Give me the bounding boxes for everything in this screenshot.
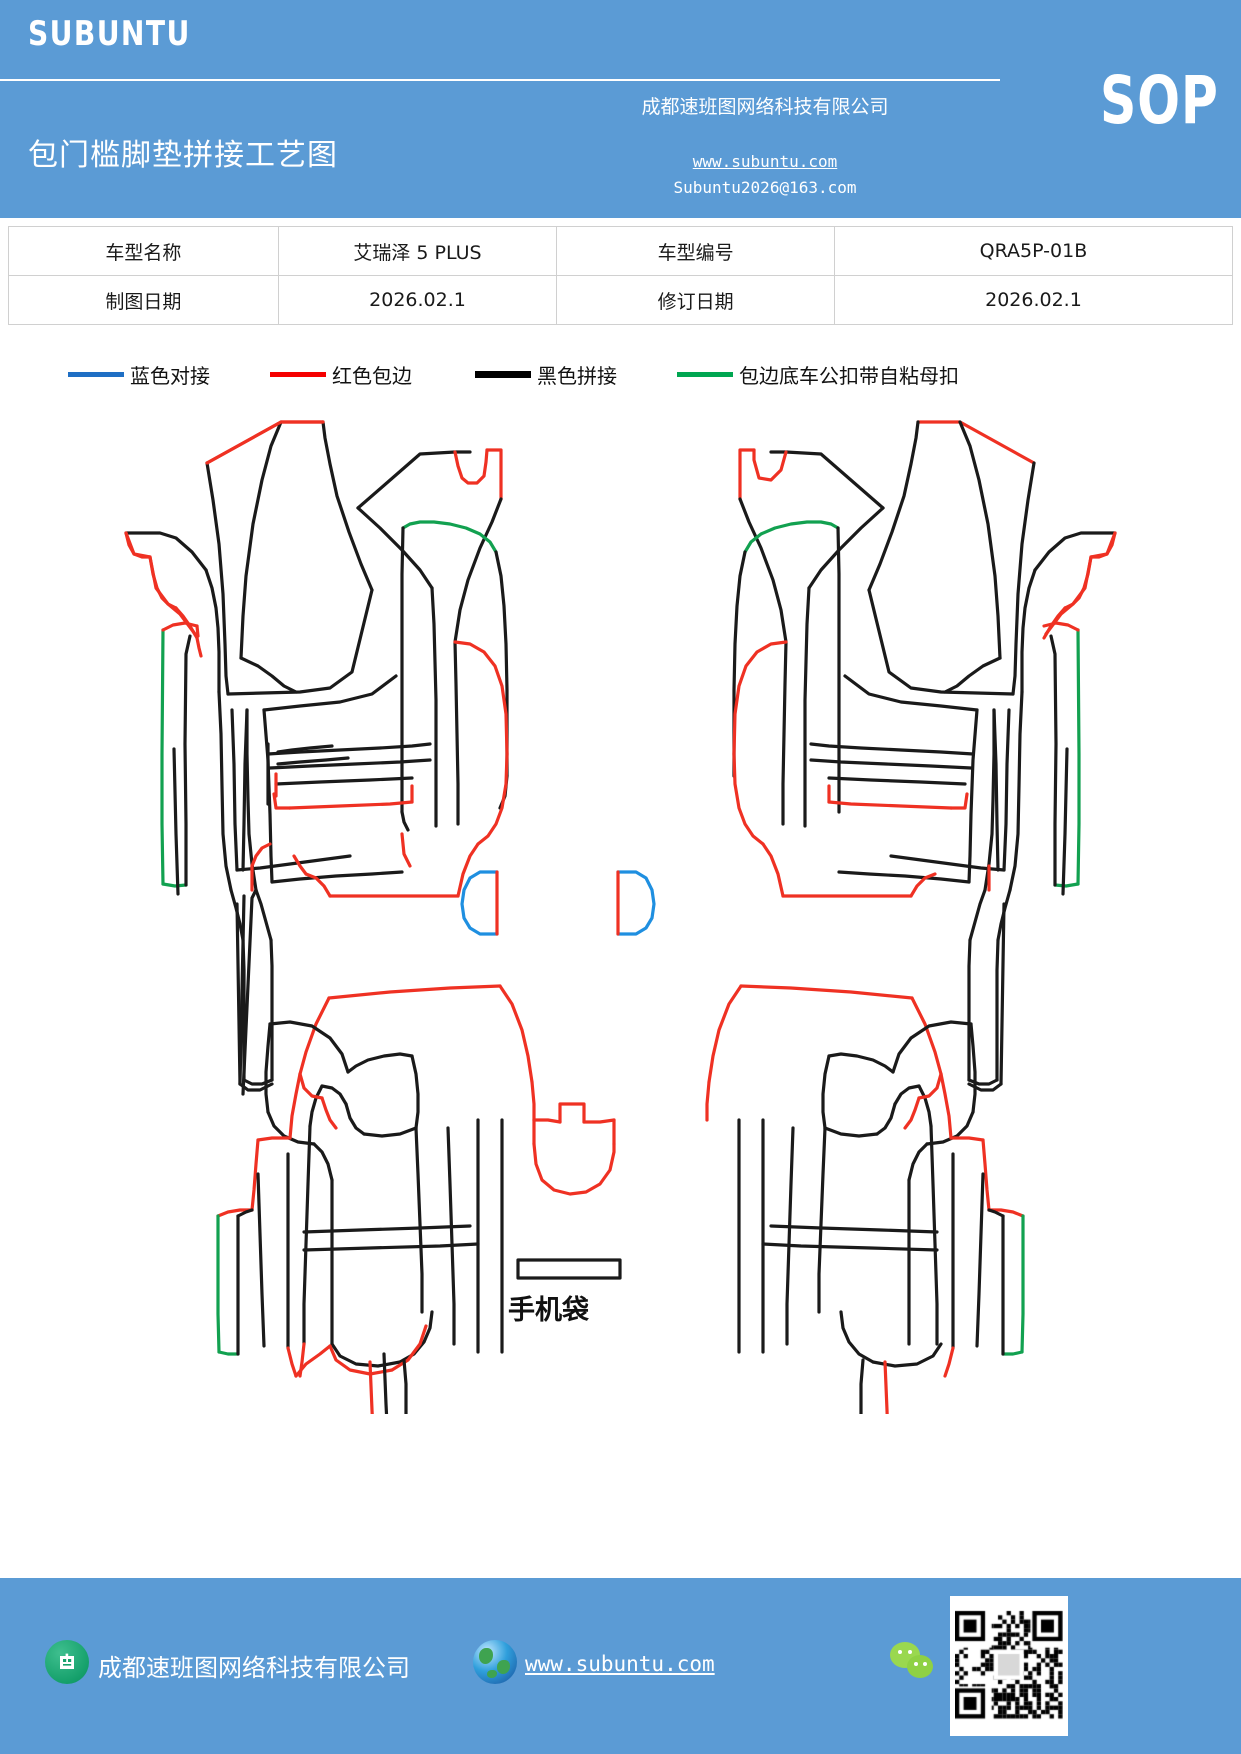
drawing-svg — [124, 420, 1117, 1414]
front-left-floor-mat — [124, 420, 509, 1096]
page-title: 包门槛脚垫拼接工艺图 — [28, 138, 338, 173]
header-company-name: 成都速班图网络科技有限公司 — [641, 96, 889, 118]
front-right-floor-mat — [732, 420, 1117, 1092]
header-website-link[interactable]: www.subuntu.com — [692, 152, 838, 171]
legend-item-green: 包边底车公扣带自粘母扣 — [677, 360, 959, 389]
draw-date-value: 2026.02.1 — [277, 275, 558, 325]
header-email: Subuntu2026@163.com — [673, 178, 857, 197]
line-swatch-black-icon — [475, 371, 531, 378]
legend-label: 包边底车公扣带自粘母扣 — [739, 364, 959, 388]
page-header: SUBUNTU 包门槛脚垫拼接工艺图 成都速班图网络科技有限公司 www.sub… — [0, 0, 1241, 218]
model-code-value: QRA5P-01B — [833, 226, 1234, 276]
legend-label: 黑色拼接 — [537, 364, 617, 388]
vehicle-info-table: 车型名称 艾瑞泽 5 PLUS 车型编号 QRA5P-01B 制图日期 2026… — [8, 226, 1234, 325]
model-code-label: 车型编号 — [556, 226, 835, 276]
header-divider — [0, 79, 1000, 81]
table-row: 车型名称 艾瑞泽 5 PLUS 车型编号 QRA5P-01B — [8, 226, 1234, 276]
page-footer: 成都速班图网络科技有限公司 www.subuntu.com — [0, 1578, 1241, 1754]
revision-date-label: 修订日期 — [556, 275, 835, 325]
qr-code — [950, 1596, 1068, 1736]
legend-label: 蓝色对接 — [130, 364, 210, 388]
model-name-label: 车型名称 — [8, 226, 279, 276]
footer-website-link[interactable]: www.subuntu.com — [525, 1652, 715, 1676]
building-icon — [45, 1640, 89, 1684]
brand-logo: SUBUNTU — [28, 14, 191, 54]
left-mat-red-edging — [124, 420, 509, 898]
line-swatch-green-icon — [677, 372, 733, 377]
phone-pocket-left — [460, 870, 499, 936]
legend-item-red: 红色包边 — [270, 360, 412, 389]
legend-item-blue: 蓝色对接 — [68, 360, 210, 389]
revision-date-value: 2026.02.1 — [833, 275, 1234, 325]
wechat-icon — [890, 1642, 938, 1682]
phone-pocket-right — [616, 870, 656, 936]
draw-date-label: 制图日期 — [8, 275, 279, 325]
technical-drawing: 手机袋 — [0, 404, 1241, 1414]
phone-pocket-label: 手机袋 — [508, 1295, 589, 1326]
legend-item-black: 黑色拼接 — [475, 360, 617, 389]
line-swatch-red-icon — [270, 372, 326, 377]
footer-company-name: 成都速班图网络科技有限公司 — [98, 1654, 410, 1682]
legend-label: 红色包边 — [332, 364, 412, 388]
line-swatch-blue-icon — [68, 372, 124, 377]
legend: 蓝色对接 红色包边 黑色拼接 包边底车公扣带自粘母扣 — [0, 360, 1241, 400]
globe-icon — [473, 1640, 517, 1684]
table-row: 制图日期 2026.02.1 修订日期 2026.02.1 — [8, 275, 1234, 325]
document-type-badge: SOP — [1100, 62, 1219, 139]
rear-floor-mat-assembly — [216, 984, 1025, 1414]
model-name-value: 艾瑞泽 5 PLUS — [277, 226, 558, 276]
